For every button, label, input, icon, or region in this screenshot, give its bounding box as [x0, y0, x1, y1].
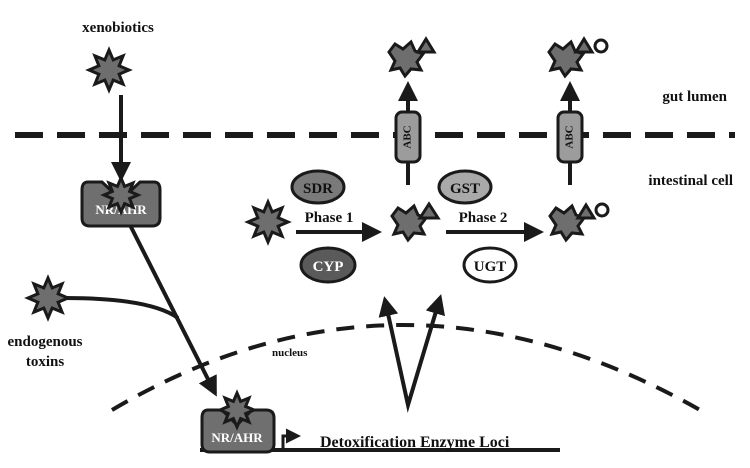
- enzyme-sdr: [290, 169, 346, 205]
- conjugate-circle-icon: [594, 202, 610, 218]
- enzyme-gst-label: GST: [450, 181, 480, 197]
- bound-toxin-icon: [100, 174, 142, 216]
- enzyme-ugt-label: UGT: [474, 259, 507, 275]
- receptor-label-bottom: NR/AHR: [211, 430, 263, 445]
- phase1-label: Phase 1: [305, 210, 354, 226]
- conjugate-triangle-icon: [575, 202, 597, 220]
- effluxed-metabolite-icon: [387, 39, 426, 79]
- phase1-metabolite-icon: [390, 203, 429, 243]
- nucleus-envelope: [110, 323, 701, 412]
- gut-lumen-label: gut lumen: [662, 89, 727, 105]
- endogenous-toxin-icon: [24, 274, 72, 322]
- abc-label-left: ABC: [402, 125, 414, 148]
- abc-transporter-left: [394, 110, 422, 164]
- enzyme-ugt: [462, 246, 518, 284]
- effluxed-conjugate-triangle-icon: [573, 36, 595, 54]
- intestinal-cell-label: intestinal cell: [648, 173, 733, 189]
- phase2-label: Phase 2: [459, 210, 508, 226]
- enzyme-cyp-label: CYP: [313, 259, 344, 275]
- substrate-toxin-icon: [244, 198, 292, 246]
- enzyme-gst: [437, 169, 493, 205]
- transcription-start-arrow: [281, 428, 301, 448]
- enzyme-sdr-label: SDR: [303, 181, 333, 197]
- enzyme-induction-arrows: [378, 294, 445, 413]
- receptor-nr-ahr-nucleus: [200, 408, 276, 454]
- detox-loci-label: Detoxification Enzyme Loci: [320, 434, 510, 451]
- xenobiotics-label: xenobiotics: [82, 20, 154, 36]
- abc-label-right: ABC: [564, 125, 576, 148]
- effluxed-conjugate-icon: [547, 39, 586, 79]
- nucleus-label: nucleus: [272, 347, 308, 359]
- effluxed-triangle-icon: [415, 36, 437, 54]
- phase2-conjugate-icon: [548, 203, 587, 243]
- enzyme-cyp: [299, 246, 357, 284]
- effluxed-conjugate-circle-icon: [593, 38, 609, 54]
- xenobiotic-toxin-icon: [85, 46, 133, 94]
- receptor-translocation-arrow: [128, 224, 217, 397]
- functional-group-triangle-icon: [417, 201, 441, 220]
- endogenous-label: endogenous: [7, 334, 82, 350]
- abc-transporter-right: [556, 110, 584, 164]
- endogenous-toxin-path: [64, 296, 180, 320]
- toxins-label: toxins: [26, 354, 65, 370]
- nuclear-bound-toxin-icon: [216, 389, 258, 431]
